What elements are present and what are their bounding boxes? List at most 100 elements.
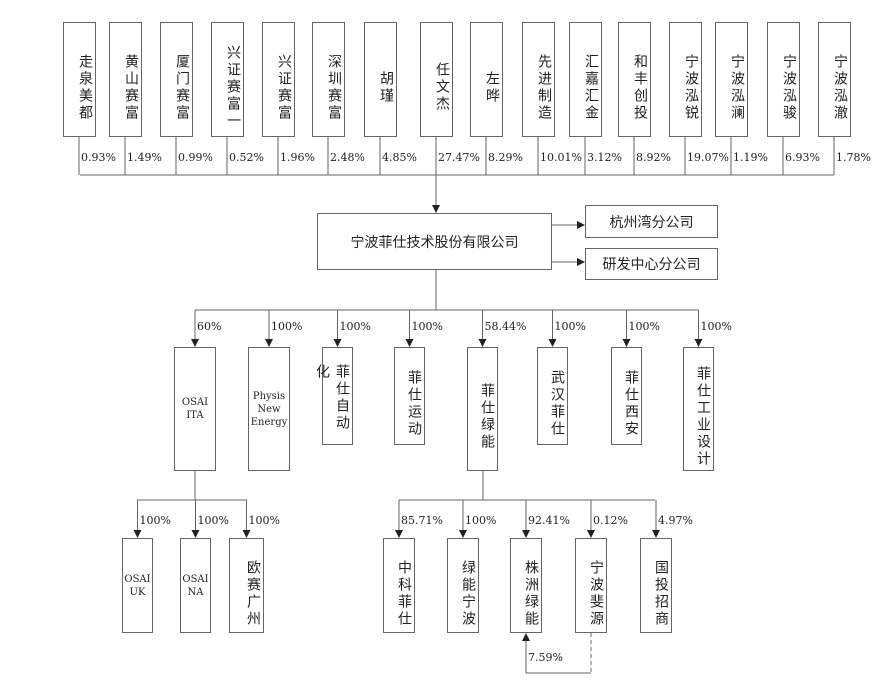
shareholder-box: 宁波泓锐: [669, 22, 702, 137]
subsidiary-box: 国投招商: [640, 538, 672, 633]
entity-label: 先进制造: [536, 53, 552, 122]
entity-label: 菲仕运动: [406, 370, 422, 438]
ownership-percent: 85.71%: [401, 514, 443, 527]
ownership-percent: 6.93%: [785, 151, 820, 164]
shareholder-box: 走泉美都: [63, 22, 96, 137]
entity-label: 宁波斐源: [588, 559, 604, 628]
entity-label: 宁波泓澈: [832, 53, 848, 122]
subsidiary-box: 中科菲仕: [383, 538, 415, 633]
ownership-percent: 100%: [411, 320, 443, 333]
subsidiary-box: 菲仕工业设计: [683, 347, 714, 471]
entity-label: 兴证赛富: [276, 53, 292, 122]
shareholder-box: 胡瑾: [364, 22, 397, 137]
entity-label: 武汉菲仕: [549, 370, 565, 438]
shareholder-box: 左晔: [470, 22, 503, 137]
shareholder-box: 先进制造: [522, 22, 555, 137]
entity-label: 研发中心分公司: [602, 257, 701, 273]
ownership-percent: 4.97%: [658, 514, 693, 527]
entity-label: 菲仕西安: [623, 370, 639, 438]
ownership-percent: 4.85%: [382, 151, 417, 164]
ownership-percent: 100%: [465, 514, 497, 527]
entity-label: 走泉美都: [77, 53, 93, 122]
entity-label: 宁波泓骏: [781, 53, 797, 122]
subsidiary-box: OSAI NA: [180, 538, 211, 633]
ownership-percent: 100%: [139, 514, 171, 527]
subsidiary-box: 株洲绿能: [510, 538, 542, 633]
ownership-percent: 0.93%: [81, 151, 116, 164]
shareholder-box: 宁波泓骏: [767, 22, 800, 137]
ownership-percent: 100%: [339, 320, 371, 333]
entity-label: 兴证赛富一: [225, 45, 241, 130]
subsidiary-box: Physis New Energy: [248, 347, 290, 471]
entity-label: 宁波泓锐: [683, 53, 699, 122]
entity-label: 深圳赛富: [326, 53, 342, 122]
ownership-percent: 100%: [248, 514, 280, 527]
ownership-percent: 92.41%: [528, 514, 570, 527]
subsidiary-box: 欧赛广州: [229, 538, 264, 633]
entity-label: 杭州湾分公司: [609, 214, 694, 231]
entity-label: 厦门赛富: [174, 53, 190, 122]
subsidiary-box: 菲仕西安: [611, 347, 642, 445]
subsidiary-box: 绿能宁波: [447, 538, 479, 633]
entity-label: 国投招商: [653, 559, 669, 628]
ownership-percent: 100%: [628, 320, 660, 333]
ownership-percent: 1.19%: [733, 151, 768, 164]
shareholder-box: 宁波泓澈: [818, 22, 851, 137]
subsidiary-box: OSAI UK: [122, 538, 153, 633]
shareholder-box: 兴证赛富一: [211, 22, 244, 137]
ownership-percent: 1.96%: [280, 151, 315, 164]
ownership-percent: 58.44%: [484, 320, 527, 333]
entity-label: 胡瑾: [378, 70, 394, 105]
entity-label: 和丰创投: [632, 53, 648, 122]
ownership-percent: 2.48%: [330, 151, 365, 164]
ownership-percent: 100%: [271, 320, 303, 333]
entity-label: 株洲绿能: [523, 559, 539, 628]
entity-label: 绿能宁波: [460, 559, 476, 628]
subsidiary-box: 武汉菲仕: [537, 347, 568, 445]
subsidiary-box: 宁波斐源: [575, 538, 607, 633]
ownership-percent: 0.52%: [229, 151, 264, 164]
entity-label: 欧赛广州: [245, 559, 261, 628]
entity-label: OSAI UK: [124, 573, 151, 598]
ownership-percent: 7.59%: [528, 651, 563, 664]
shareholder-box: 深圳赛富: [312, 22, 345, 137]
entity-label: 黄山赛富: [123, 53, 139, 122]
ownership-percent: 100%: [700, 320, 732, 333]
entity-label: 任文杰: [434, 62, 450, 113]
entity-label: 左晔: [484, 70, 500, 105]
shareholder-box: 宁波泓澜: [715, 22, 748, 137]
company-box: 宁波菲仕技术股份有限公司: [317, 213, 552, 270]
entity-label: 汇嘉汇金: [583, 53, 599, 122]
shareholder-box: 兴证赛富: [262, 22, 295, 137]
subsidiary-box: 菲仕运动: [394, 347, 425, 445]
ownership-percent: 1.78%: [836, 151, 871, 164]
shareholder-box: 厦门赛富: [160, 22, 193, 137]
ownership-percent: 1.49%: [127, 151, 162, 164]
entity-label: 菲仕自动化: [314, 364, 350, 432]
shareholder-box: 任文杰: [420, 22, 453, 137]
subsidiary-box: 菲仕绿能: [467, 347, 498, 471]
entity-label: 中科菲仕: [396, 559, 412, 628]
entity-label: 宁波泓澜: [729, 53, 745, 122]
entity-label: 菲仕绿能: [479, 383, 495, 451]
ownership-percent: 27.47%: [438, 151, 480, 164]
entity-label: 菲仕工业设计: [695, 366, 711, 468]
shareholder-box: 汇嘉汇金: [569, 22, 602, 137]
entity-label: OSAI ITA: [181, 397, 209, 421]
ownership-percent: 8.92%: [636, 151, 671, 164]
entity-label: OSAI NA: [182, 573, 209, 598]
ownership-percent: 8.29%: [488, 151, 523, 164]
branch-box: 杭州湾分公司: [585, 205, 718, 238]
subsidiary-box: 菲仕自动化: [314, 347, 353, 445]
branch-box: 研发中心分公司: [585, 248, 718, 280]
shareholder-box: 和丰创投: [618, 22, 651, 137]
ownership-percent: 60%: [197, 320, 222, 333]
ownership-percent: 3.12%: [587, 151, 622, 164]
ownership-percent: 10.01%: [540, 151, 582, 164]
entity-label: Physis New Energy: [250, 390, 288, 428]
ownership-percent: 100%: [554, 320, 586, 333]
shareholder-box: 黄山赛富: [109, 22, 142, 137]
subsidiary-box: OSAI ITA: [174, 347, 216, 471]
